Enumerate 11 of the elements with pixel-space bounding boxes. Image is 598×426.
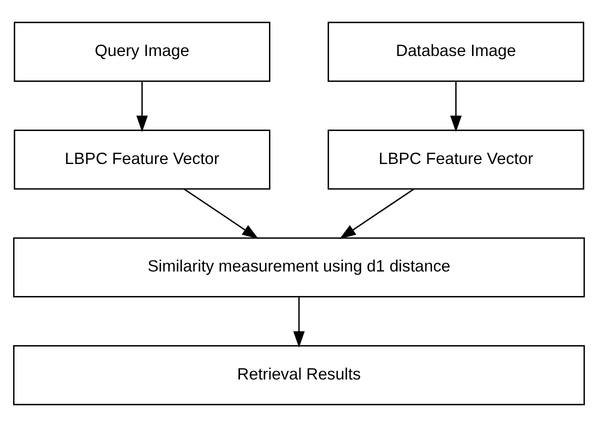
node-box: Similarity measurement using d1 distance xyxy=(13,236,585,297)
arrow xyxy=(136,80,148,132)
node-box: LBPC Feature Vector xyxy=(328,129,584,190)
node-box: LBPC Feature Vector xyxy=(14,129,270,190)
node-box: Query Image xyxy=(14,21,270,82)
arrow xyxy=(293,296,305,348)
arrow xyxy=(184,188,259,238)
node-box: Retrieval Results xyxy=(13,344,585,405)
arrow xyxy=(339,188,414,238)
arrow xyxy=(450,80,462,132)
node-box: Database Image xyxy=(328,21,584,82)
